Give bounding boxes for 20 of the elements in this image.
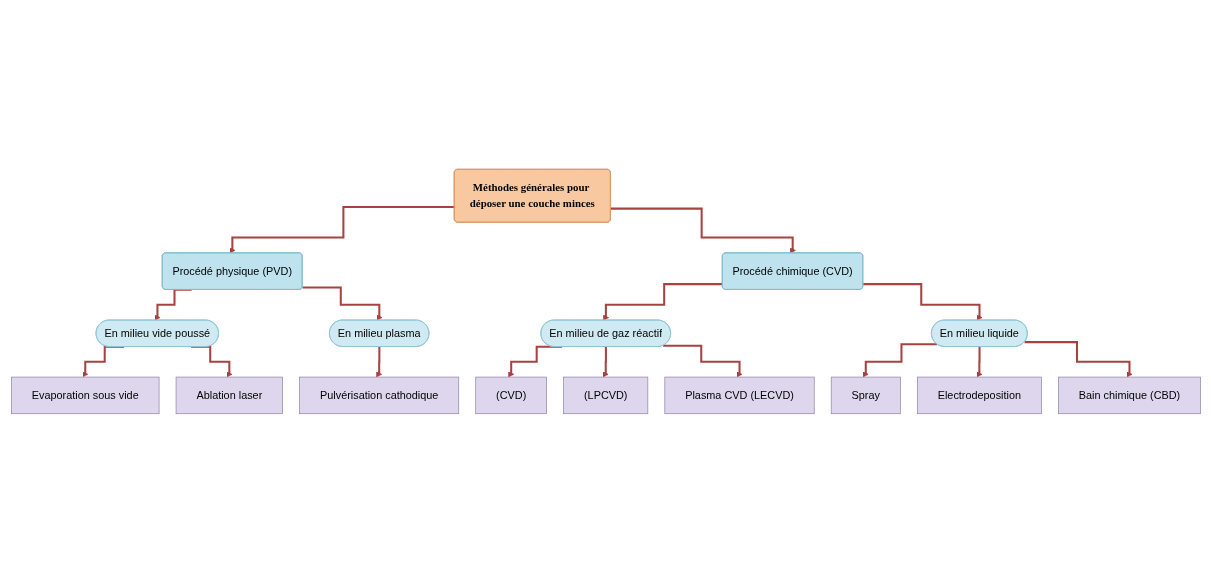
arrow bbox=[1024, 341, 1132, 378]
arrow bbox=[975, 345, 982, 378]
arrow bbox=[602, 345, 609, 378]
node-box: Evaporation sous vide bbox=[10, 376, 159, 415]
node-box: (LPCVD) bbox=[562, 376, 648, 415]
arrow bbox=[301, 286, 382, 321]
node-box: Plasma CVD (LECVD) bbox=[663, 376, 815, 415]
node-box: Ablation laser bbox=[175, 376, 283, 415]
arrow bbox=[229, 205, 455, 254]
node-box: Spray bbox=[830, 376, 901, 415]
arrow bbox=[375, 345, 382, 378]
node-box: Pulvérisation cathodique bbox=[298, 376, 459, 415]
node-box: (CVD) bbox=[474, 376, 547, 415]
arrow bbox=[862, 283, 983, 321]
arrow bbox=[662, 344, 742, 378]
arrow bbox=[610, 207, 796, 254]
arrow bbox=[862, 343, 937, 378]
node-box: Electrodeposition bbox=[916, 376, 1042, 415]
node-box: Bain chimique (CBD) bbox=[1057, 376, 1201, 415]
arrow bbox=[602, 283, 723, 321]
